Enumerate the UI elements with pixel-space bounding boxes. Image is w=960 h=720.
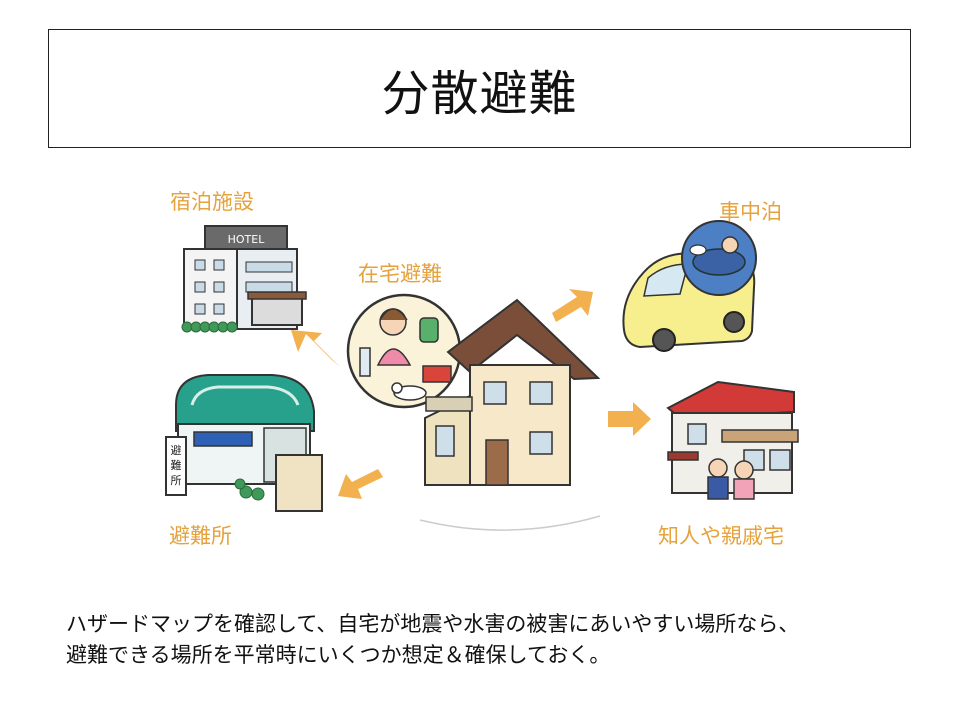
label-car-stay: 車中泊: [719, 200, 782, 224]
man-icon: [708, 458, 728, 478]
emergency-kit-icon: [422, 365, 452, 383]
arrow-to-shelter-icon: [338, 469, 383, 499]
label-hotel: 宿泊施設: [170, 190, 254, 214]
car-icon: [622, 220, 757, 352]
arrow-to-car-icon: [552, 289, 593, 322]
hotel-building-icon: HOTEL: [181, 225, 307, 333]
water-bottle-icon: [359, 347, 371, 377]
svg-text:所: 所: [171, 474, 182, 487]
label-relative-house: 知人や親戚宅: [658, 524, 784, 548]
home-evacuation-bubble: [346, 293, 462, 409]
woman-icon: [734, 460, 754, 480]
svg-text:難: 難: [171, 459, 182, 472]
caption: ハザードマップを確認して、自宅が地震や水害の被害にあいやすい場所なら、 避難でき…: [66, 609, 926, 671]
svg-text:避: 避: [171, 443, 182, 457]
arrow-to-hotel-icon: [291, 330, 340, 367]
arrows: [291, 289, 651, 499]
shelter-building-icon: 避 難 所: [165, 374, 323, 512]
relative-house-icon: [666, 380, 799, 500]
caption-line-1: ハザードマップを確認して、自宅が地震や水害の被害にあいやすい場所なら、: [66, 612, 800, 636]
caption-line-2: 避難できる場所を平常時にいくつか想定＆確保しておく。: [66, 643, 611, 667]
lantern-icon: [419, 317, 439, 343]
label-shelter: 避難所: [169, 524, 232, 548]
slide-title: 分散避難: [381, 65, 578, 122]
hotel-sign: HOTEL: [228, 233, 266, 246]
title-box: 分散避難: [48, 29, 911, 148]
shelter-signboard: [165, 436, 187, 496]
label-home-evacuation: 在宅避難: [358, 262, 442, 286]
house-icon: [419, 298, 601, 531]
arrow-to-friend-icon: [608, 402, 651, 436]
